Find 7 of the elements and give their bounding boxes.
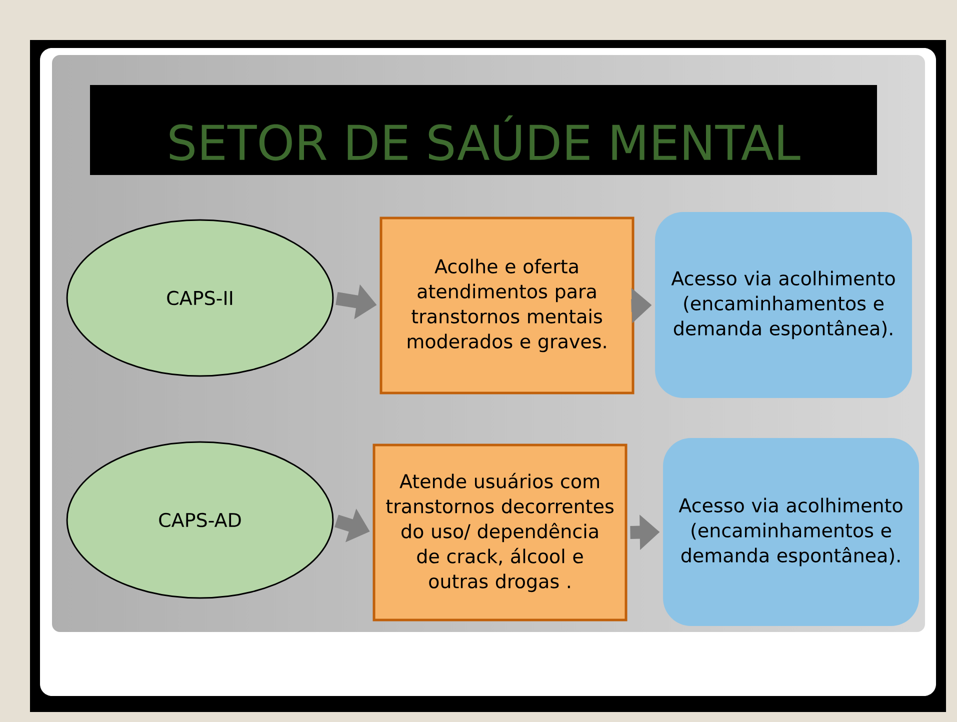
ellipse-node: CAPS-AD bbox=[66, 441, 334, 599]
process-box: Acolhe e oferta atendimentos para transtornos mentais moderados e graves. bbox=[380, 216, 634, 394]
ellipse-node: CAPS-II bbox=[66, 219, 334, 377]
process-box: Atende usuários com transtornos decorrentes do uso/ dependência de crack, álcool e outras drogas . bbox=[372, 444, 628, 622]
rounded-box: Acesso via acolhimento (encaminhamentos e demanda espontânea). bbox=[655, 212, 912, 398]
title-banner: SETOR DE SAÚDE MENTAL bbox=[90, 85, 878, 175]
rounded-box: Acesso via acolhimento (encaminhamentos e demanda espontânea). bbox=[663, 438, 920, 626]
